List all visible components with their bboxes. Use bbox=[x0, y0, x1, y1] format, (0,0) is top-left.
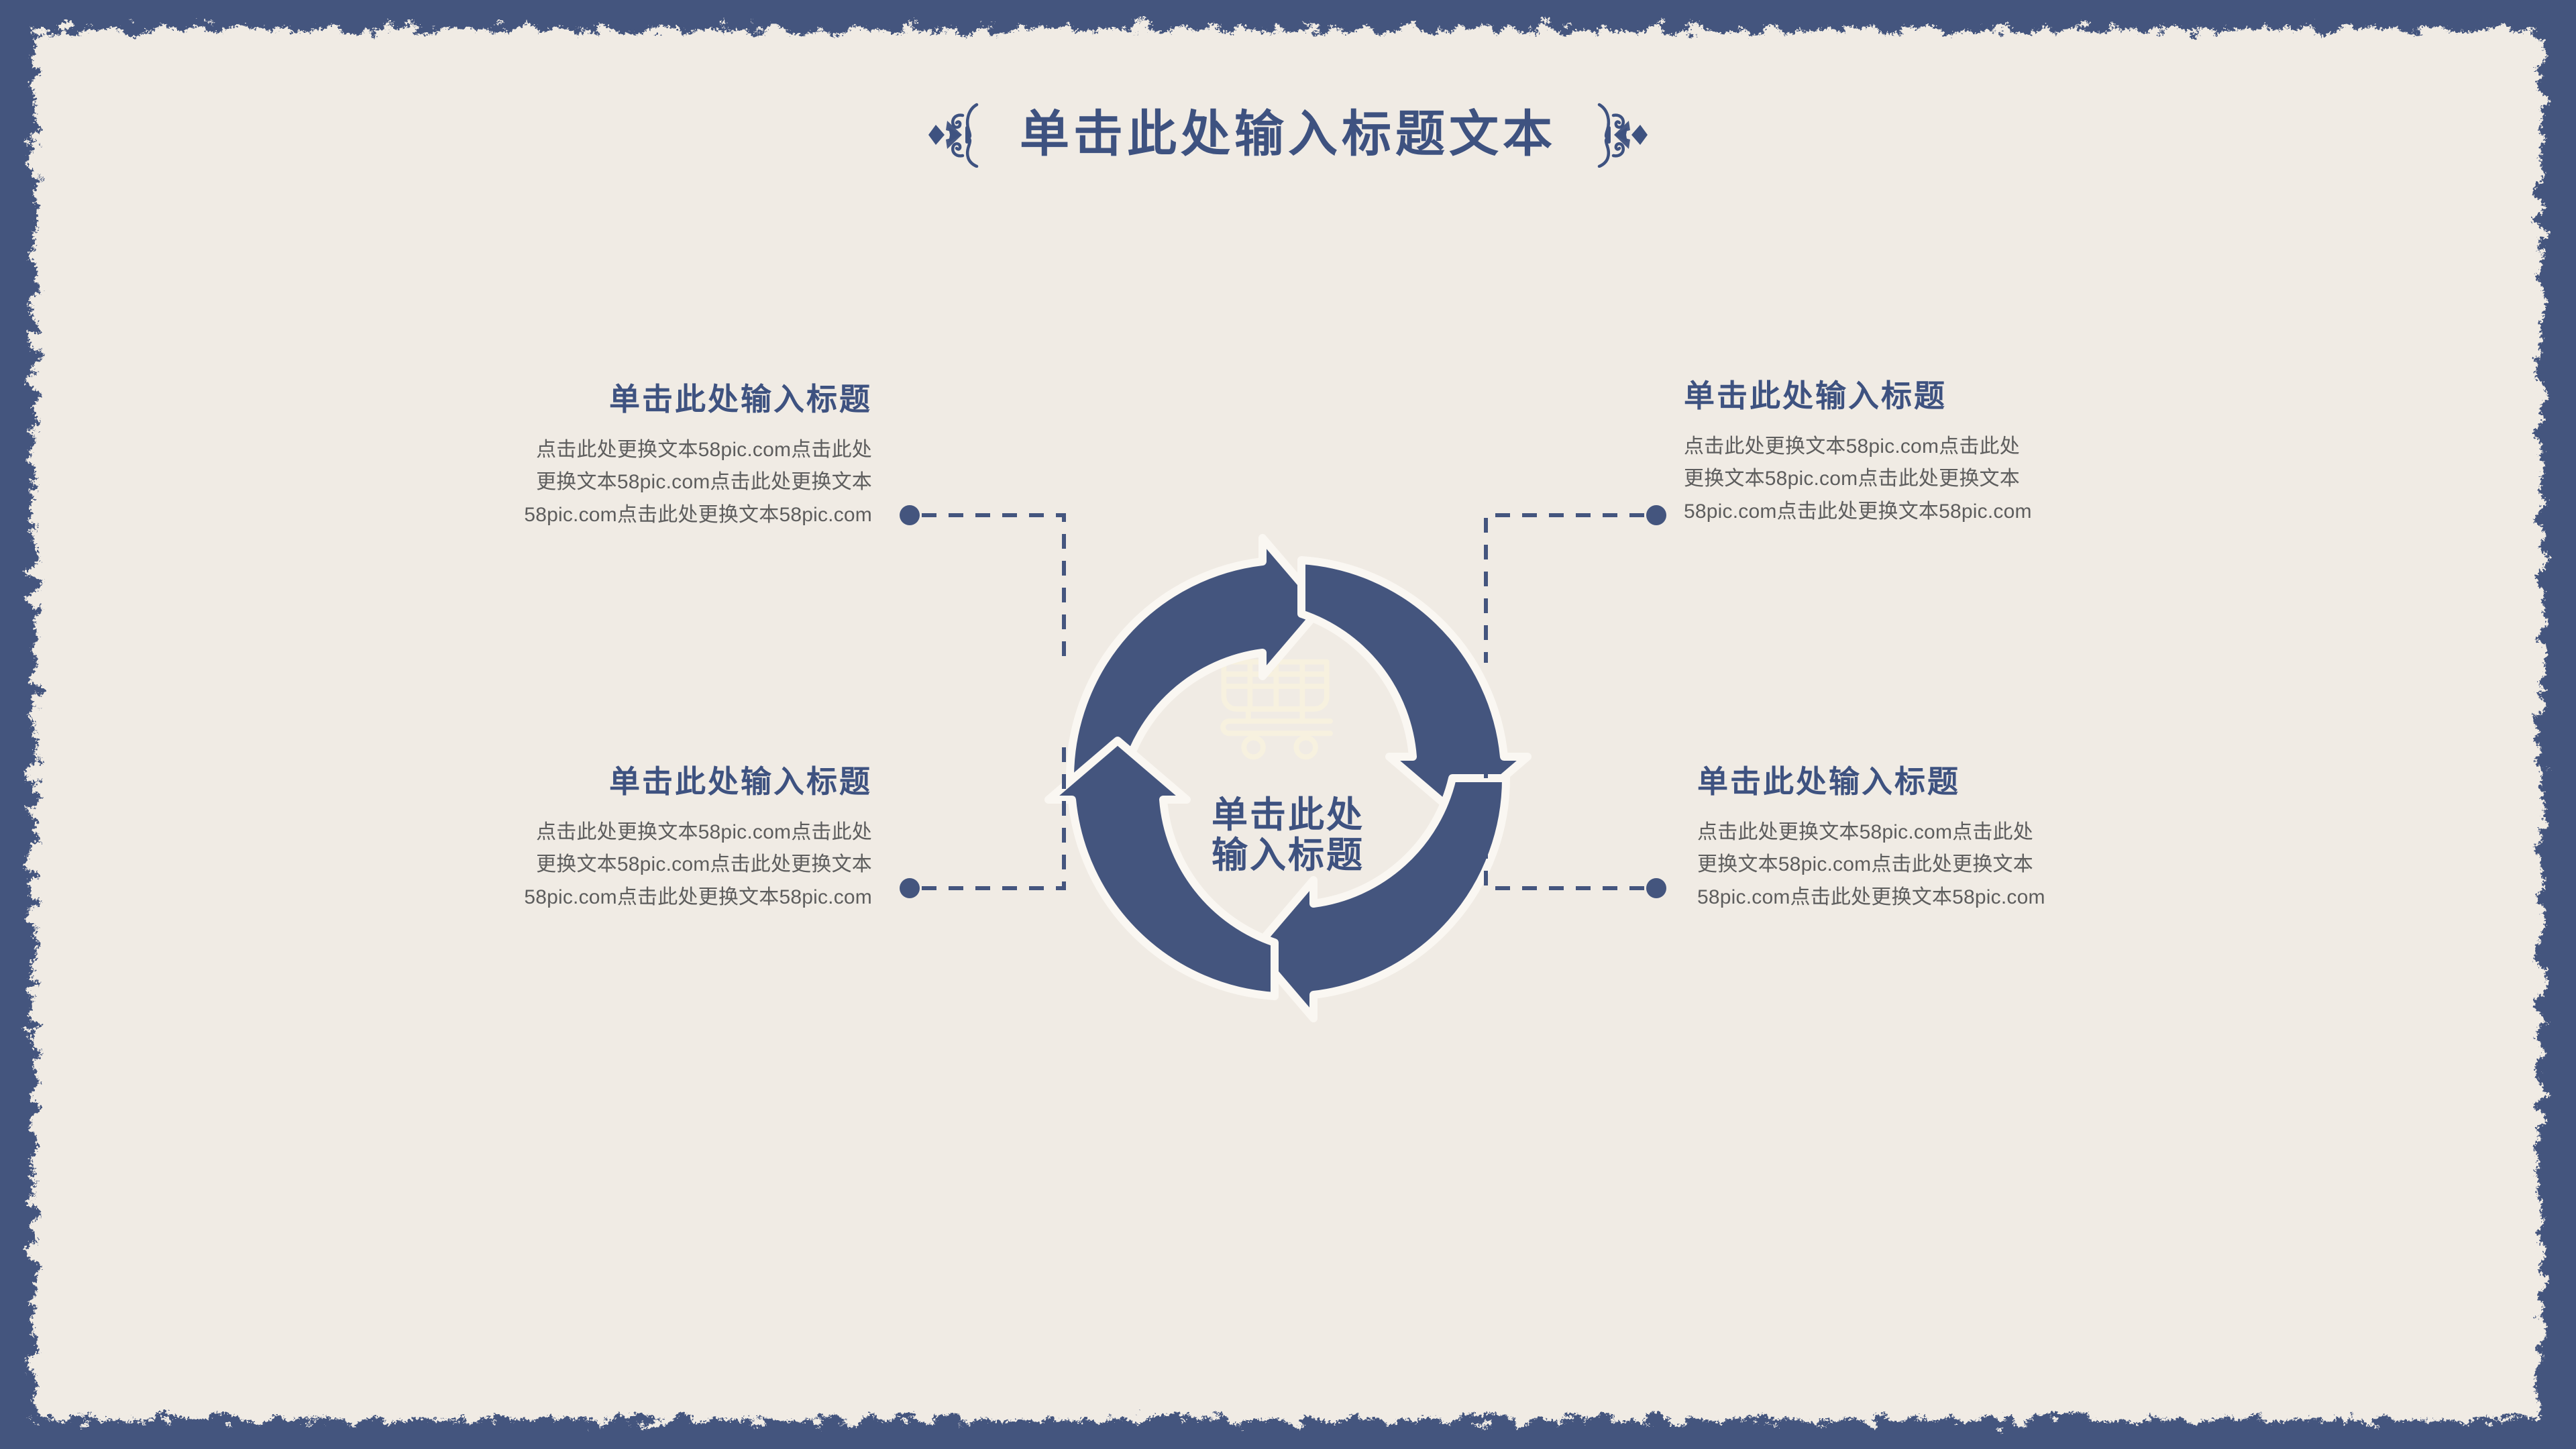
connector-top-right bbox=[1479, 496, 1674, 671]
block-body-line: 点击此处更换文本58pic.com点击此处 bbox=[536, 820, 872, 843]
connector-bottom-right bbox=[1479, 733, 1674, 907]
block-body: 点击此处更换文本58pic.com点击此处 更换文本58pic.com点击此处更… bbox=[362, 816, 872, 914]
connector-bottom-left bbox=[892, 733, 1087, 907]
flourish-ornament-right-icon bbox=[1587, 101, 1652, 168]
text-block-bottom-left: 单击此处输入标题 点击此处更换文本58pic.com点击此处 更换文本58pic… bbox=[362, 765, 872, 914]
cycle-center-label: 单击此处 输入标题 bbox=[1140, 795, 1436, 876]
text-block-bottom-right: 单击此处输入标题 点击此处更换文本58pic.com点击此处 更换文本58pic… bbox=[1697, 765, 2207, 914]
block-body-line: 更换文本58pic.com点击此处更换文本 bbox=[536, 471, 872, 494]
cycle-segment-4 bbox=[1044, 737, 1279, 1000]
text-block-top-left: 单击此处输入标题 点击此处更换文本58pic.com点击此处 更换文本58pic… bbox=[362, 382, 872, 531]
cycle-ring bbox=[1044, 534, 1532, 1022]
block-body-line: 点击此处更换文本58pic.com点击此处 bbox=[1684, 435, 2020, 458]
cycle-diagram bbox=[986, 463, 1590, 1093]
connector-dot bbox=[1646, 505, 1666, 525]
block-title: 单击此处输入标题 bbox=[609, 764, 872, 799]
page-title-bar: 单击此处输入标题文本 bbox=[0, 101, 2576, 168]
cycle-center-line1: 单击此处 bbox=[1212, 795, 1364, 835]
block-title: 单击此处输入标题 bbox=[609, 382, 872, 417]
connector-top-left bbox=[892, 496, 1087, 671]
block-body-line: 更换文本58pic.com点击此处更换文本 bbox=[1684, 468, 2020, 490]
block-body-line: 点击此处更换文本58pic.com点击此处 bbox=[1697, 820, 2033, 843]
cycle-segment-2 bbox=[1297, 556, 1532, 820]
connector-dot bbox=[900, 878, 920, 898]
block-body-line: 58pic.com点击此处更换文本58pic.com bbox=[1697, 885, 2045, 908]
block-body-line: 更换文本58pic.com点击此处更换文本 bbox=[1697, 853, 2033, 876]
block-body: 点击此处更换文本58pic.com点击此处 更换文本58pic.com点击此处更… bbox=[362, 434, 872, 532]
page-title: 单击此处输入标题文本 bbox=[1020, 106, 1556, 162]
block-body-line: 58pic.com点击此处更换文本58pic.com bbox=[524, 885, 872, 908]
connector-dot bbox=[1646, 878, 1666, 898]
cycle-segment-1 bbox=[1066, 534, 1326, 782]
block-body-line: 58pic.com点击此处更换文本58pic.com bbox=[524, 503, 872, 526]
block-body-line: 更换文本58pic.com点击此处更换文本 bbox=[536, 853, 872, 876]
block-body: 点击此处更换文本58pic.com点击此处 更换文本58pic.com点击此处更… bbox=[1697, 816, 2207, 914]
block-title: 单击此处输入标题 bbox=[1697, 764, 1960, 799]
text-block-top-right: 单击此处输入标题 点击此处更换文本58pic.com点击此处 更换文本58pic… bbox=[1684, 379, 2194, 528]
block-title: 单击此处输入标题 bbox=[1684, 378, 1947, 413]
flourish-ornament-left-icon bbox=[924, 101, 989, 168]
connector-dot bbox=[900, 505, 920, 525]
block-body-line: 58pic.com点击此处更换文本58pic.com bbox=[1684, 500, 2032, 523]
block-body: 点击此处更换文本58pic.com点击此处 更换文本58pic.com点击此处更… bbox=[1684, 431, 2194, 529]
block-body-line: 点击此处更换文本58pic.com点击此处 bbox=[536, 438, 872, 461]
cycle-center-line2: 输入标题 bbox=[1212, 835, 1364, 876]
